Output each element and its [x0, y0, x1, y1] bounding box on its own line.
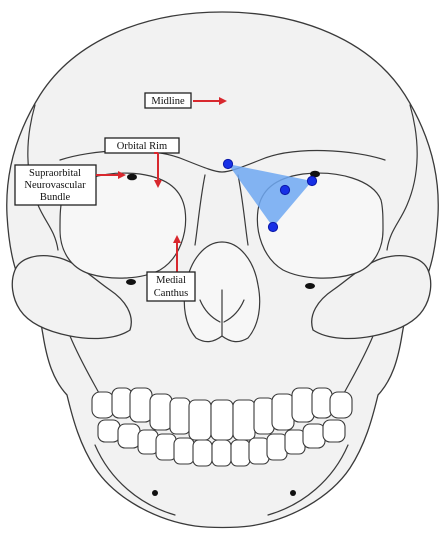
supraorbital-label-line3: Bundle [40, 192, 71, 203]
supraorbital-label-line1: Supraorbital [29, 168, 81, 179]
supraorbital-label-line2: Neurovascular [24, 180, 86, 191]
infraorbital-foramen-left [126, 279, 136, 285]
region-marker [307, 176, 316, 185]
midline-label: Midline [151, 96, 185, 107]
mental-foramen-left [152, 490, 158, 496]
medial-canthus-label-line1: Medial [156, 275, 186, 286]
orbital-rim-label: Orbital Rim [117, 141, 167, 152]
region-marker [280, 185, 289, 194]
supraorbital-foramen-left [127, 174, 137, 181]
medial-canthus-label-line2: Canthus [154, 288, 188, 299]
infraorbital-foramen-right [305, 283, 315, 289]
region-marker [223, 159, 232, 168]
mental-foramen-right [290, 490, 296, 496]
region-marker [268, 222, 277, 231]
